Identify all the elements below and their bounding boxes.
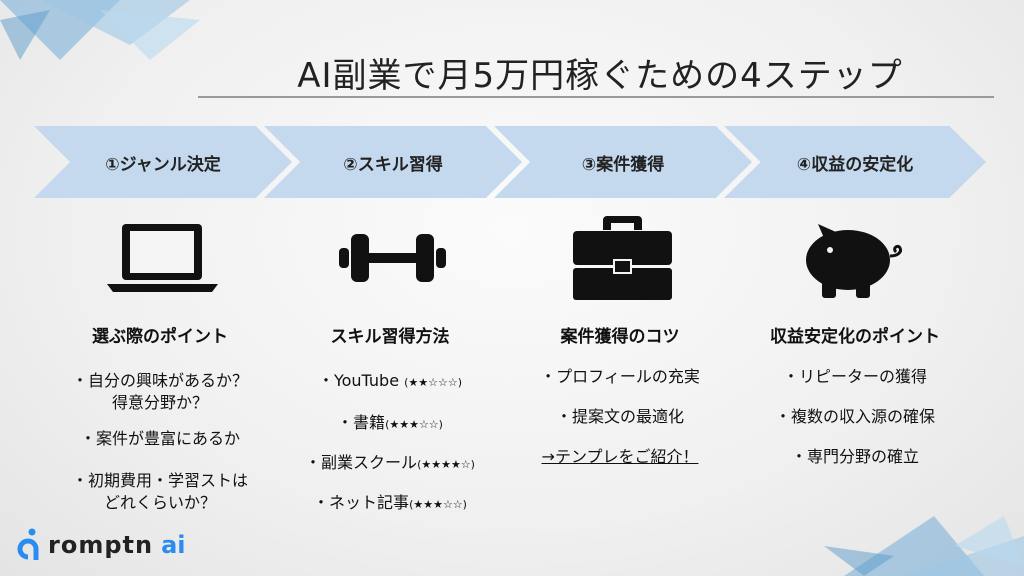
dumbbell-icon (339, 234, 446, 282)
step-1-heading: 選ぶ際のポイント (92, 327, 228, 347)
step-4-label: ④収益の安定化 (796, 154, 914, 175)
step-3-heading: 案件獲得のコツ (560, 327, 680, 347)
decorative-triangles-top-left (0, 0, 200, 60)
logo-name: romptn (48, 531, 154, 559)
rating-stars: (★★★★☆) (417, 458, 475, 471)
list-item: ・複数の収入源の確保 (774, 407, 935, 426)
list-item: ・書籍(★★★☆☆) (275, 412, 505, 436)
logo-suffix: ai (161, 531, 186, 559)
list-item: ・案件が豊富にあるか (79, 429, 240, 448)
list-item: ・リピーターの獲得 (782, 367, 927, 386)
list-item: ・ネット記事(★★★☆☆) (275, 492, 505, 516)
piggy-bank-icon (806, 224, 902, 298)
step-1-label: ①ジャンル決定 (105, 154, 221, 175)
title-divider (198, 96, 994, 98)
item-text: ・副業スクール (305, 453, 418, 472)
step-4-chevron: ④収益の安定化 (724, 126, 986, 198)
decorative-triangles-bottom-right (824, 516, 1024, 576)
step-1-chevron: ①ジャンル決定 (34, 126, 292, 198)
step-2-heading: スキル習得方法 (330, 327, 450, 347)
rating-stars: (★★★☆☆) (409, 498, 467, 511)
list-item: ・提案文の最適化 (555, 407, 684, 426)
list-item: ・初期費用・学習ストは どれくらいか？ (71, 471, 248, 512)
page-title: AI副業で月5万円稼ぐための4ステップ (297, 56, 903, 96)
laptop-icon (107, 224, 218, 292)
romptn-ai-logo: romptn ai (16, 528, 186, 562)
item-text: ・書籍 (337, 413, 386, 432)
item-text: ・YouTube (317, 371, 405, 390)
rating-stars: (★★☆☆☆) (404, 376, 463, 389)
logo-mark-icon (17, 528, 39, 560)
list-item: ・YouTube (★★☆☆☆) (275, 370, 505, 394)
briefcase-icon (573, 216, 672, 300)
step-4-heading: 収益安定化のポイント (770, 327, 940, 347)
list-item: ・プロフィールの充実 (540, 367, 700, 386)
step-3-chevron: ③案件獲得 (494, 126, 752, 198)
step-2-label: ②スキル習得 (343, 154, 443, 175)
list-item: ・専門分野の確立 (790, 447, 919, 466)
step-2-chevron: ②スキル習得 (264, 126, 522, 198)
step-3-label: ③案件獲得 (581, 154, 665, 175)
item-text: ・ネット記事 (313, 493, 410, 512)
list-item: ・自分の興味があるか？ 得意分野か？ (71, 371, 248, 412)
rating-stars: (★★★☆☆) (385, 418, 443, 431)
list-item: ・副業スクール(★★★★☆) (275, 452, 505, 476)
template-link[interactable]: →テンプレをご紹介！ (541, 447, 699, 466)
